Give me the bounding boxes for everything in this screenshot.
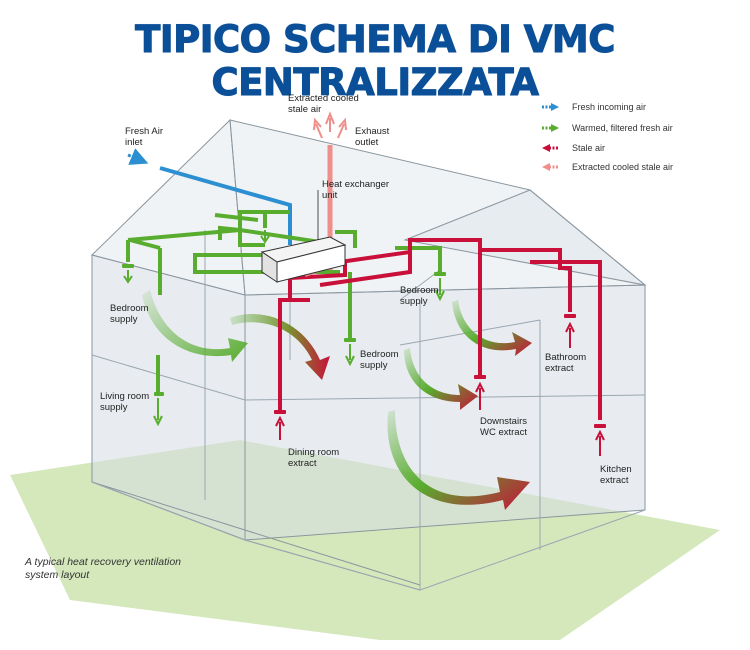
- heat-exchanger-unit: [260, 190, 347, 283]
- svg-text:Extracted cooled stale air: Extracted cooled stale air: [572, 162, 673, 172]
- svg-text:Fresh incoming air: Fresh incoming air: [572, 102, 646, 112]
- bedroom-supply-left-label: Bedroom: [110, 303, 149, 314]
- exhaust-outlet-label-1: Exhaust: [355, 126, 390, 137]
- heat-exchanger-label-1: Heat exchanger: [322, 179, 389, 190]
- legend-item-extracted: Extracted cooled stale air: [542, 162, 673, 172]
- page-title: TIPICO SCHEMA DI VMC CENTRALIZZATA: [135, 18, 616, 105]
- legend-item-warmed: Warmed, filtered fresh air: [542, 123, 673, 133]
- supply-terminals: [122, 230, 446, 427]
- extracted-stale-label-1: Extracted cooled: [288, 93, 359, 104]
- legend-item-stale: Stale air: [542, 143, 605, 153]
- downstairs-wc-extract-label: Downstairs: [480, 416, 527, 427]
- legend-item-fresh: Fresh incoming air: [542, 102, 646, 112]
- fresh-air-inlet-label-1: Fresh Air: [125, 126, 163, 137]
- kitchen-extract-label: Kitchen: [600, 464, 632, 475]
- living-room-supply-label: Living room: [100, 391, 149, 402]
- flow-arrow-stair-to-wc: [404, 348, 478, 410]
- flow-arrow-bedroom-left: [142, 290, 248, 362]
- dining-room-extract-label: Dining room: [288, 447, 339, 458]
- bedroom-supply-center-label: Bedroom: [360, 349, 399, 360]
- fresh-air-inlet-duct: [127, 148, 292, 245]
- svg-text:Warmed, filtered fresh air: Warmed, filtered fresh air: [572, 123, 673, 133]
- extract-ducts: [278, 238, 602, 420]
- flow-arrow-living-to-kitchen: [387, 410, 530, 510]
- extract-terminals: [274, 314, 606, 456]
- bathroom-extract-label: Bathroom: [545, 352, 586, 363]
- legend: Fresh incoming air Warmed, filtered fres…: [542, 102, 673, 172]
- flow-arrow-bedroom-right: [452, 300, 532, 356]
- bedroom-supply-right-label: Bedroom: [400, 285, 439, 296]
- svg-text:Stale air: Stale air: [572, 143, 605, 153]
